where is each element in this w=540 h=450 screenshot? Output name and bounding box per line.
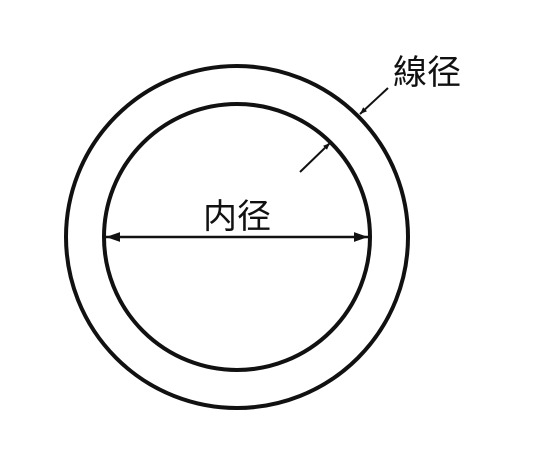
- outer-circle: [64, 64, 410, 410]
- wire-diameter-arrow-outer: [359, 87, 389, 115]
- inner-circle: [102, 102, 372, 372]
- wire-diameter-label: 線径: [393, 53, 461, 93]
- inner-diameter-label: 内径: [203, 197, 271, 237]
- wire-diameter-arrow-inner: [299, 142, 331, 173]
